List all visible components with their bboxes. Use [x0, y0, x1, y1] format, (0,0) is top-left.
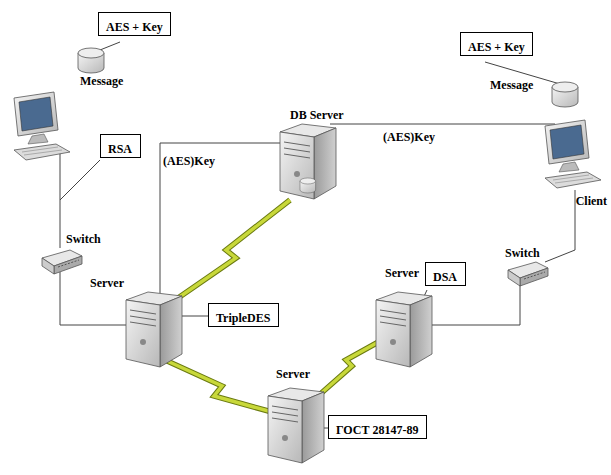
- callout-box: TripleDES: [208, 303, 279, 327]
- device-label: Server: [276, 367, 310, 381]
- device-label: Switch: [66, 232, 101, 246]
- algorithm-name: AES + Key: [106, 20, 163, 34]
- device-label: Switch: [505, 246, 540, 260]
- callout-box: RSA: [100, 134, 141, 158]
- algorithm-name: DSA: [433, 270, 457, 284]
- device-label: Message: [80, 74, 123, 88]
- device-label: DB Server: [290, 108, 344, 122]
- callout-box: DSA: [425, 262, 466, 286]
- algorithm-name: TripleDES: [216, 311, 270, 325]
- callout-box: AES + Key: [460, 32, 533, 56]
- device-label: Server: [90, 276, 124, 290]
- callout-box: AES + Key: [98, 12, 171, 36]
- device-label: Client: [576, 194, 607, 208]
- device-label: (AES)Key: [383, 130, 435, 144]
- algorithm-name: AES + Key: [468, 40, 525, 54]
- callout-box: ГОСТ 28147-89: [328, 415, 427, 439]
- algorithm-name: RSA: [108, 142, 132, 156]
- device-label: Server: [385, 266, 419, 280]
- device-label: (AES)Key: [163, 154, 215, 168]
- device-label: Message: [490, 78, 533, 92]
- algorithm-name: ГОСТ 28147-89: [336, 423, 418, 437]
